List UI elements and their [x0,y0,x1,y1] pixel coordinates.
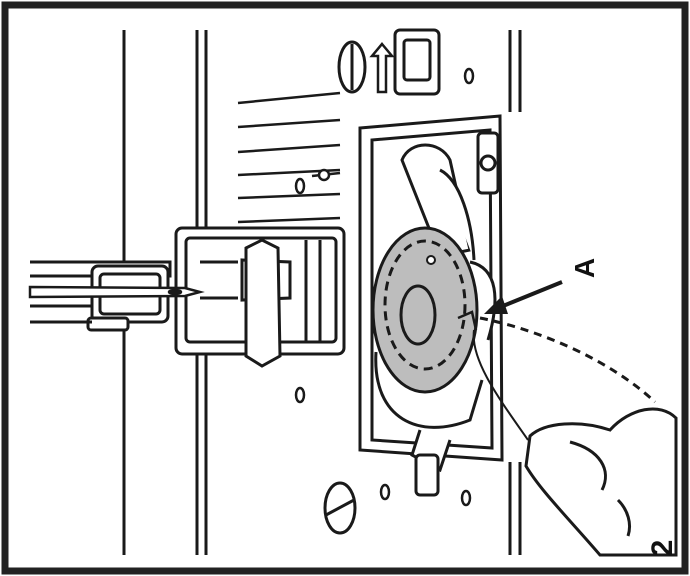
side-slot-indicator [476,131,500,195]
cover-release-button [393,28,441,96]
step-number: 2 [646,540,679,557]
hand-holding-thread [524,407,678,557]
bobbin [371,226,479,394]
needle [28,285,205,299]
presser-foot [174,226,346,368]
bobbin-thread [479,316,657,404]
thread-slot-notch [457,310,478,331]
callout-arrow [484,280,563,314]
lower-shaft [414,453,440,497]
needle-plate-guide-lines [237,91,341,224]
thread-to-fingers [472,329,529,441]
thread-guide-hook [311,168,341,182]
callout-label-a: A [569,258,600,278]
plate-holes [294,67,475,507]
bobbin-case-spring [400,143,497,341]
cover-plate-screw-bottom [323,481,357,535]
release-arrow-icon [369,42,395,94]
cover-plate-screw-top [337,40,367,94]
